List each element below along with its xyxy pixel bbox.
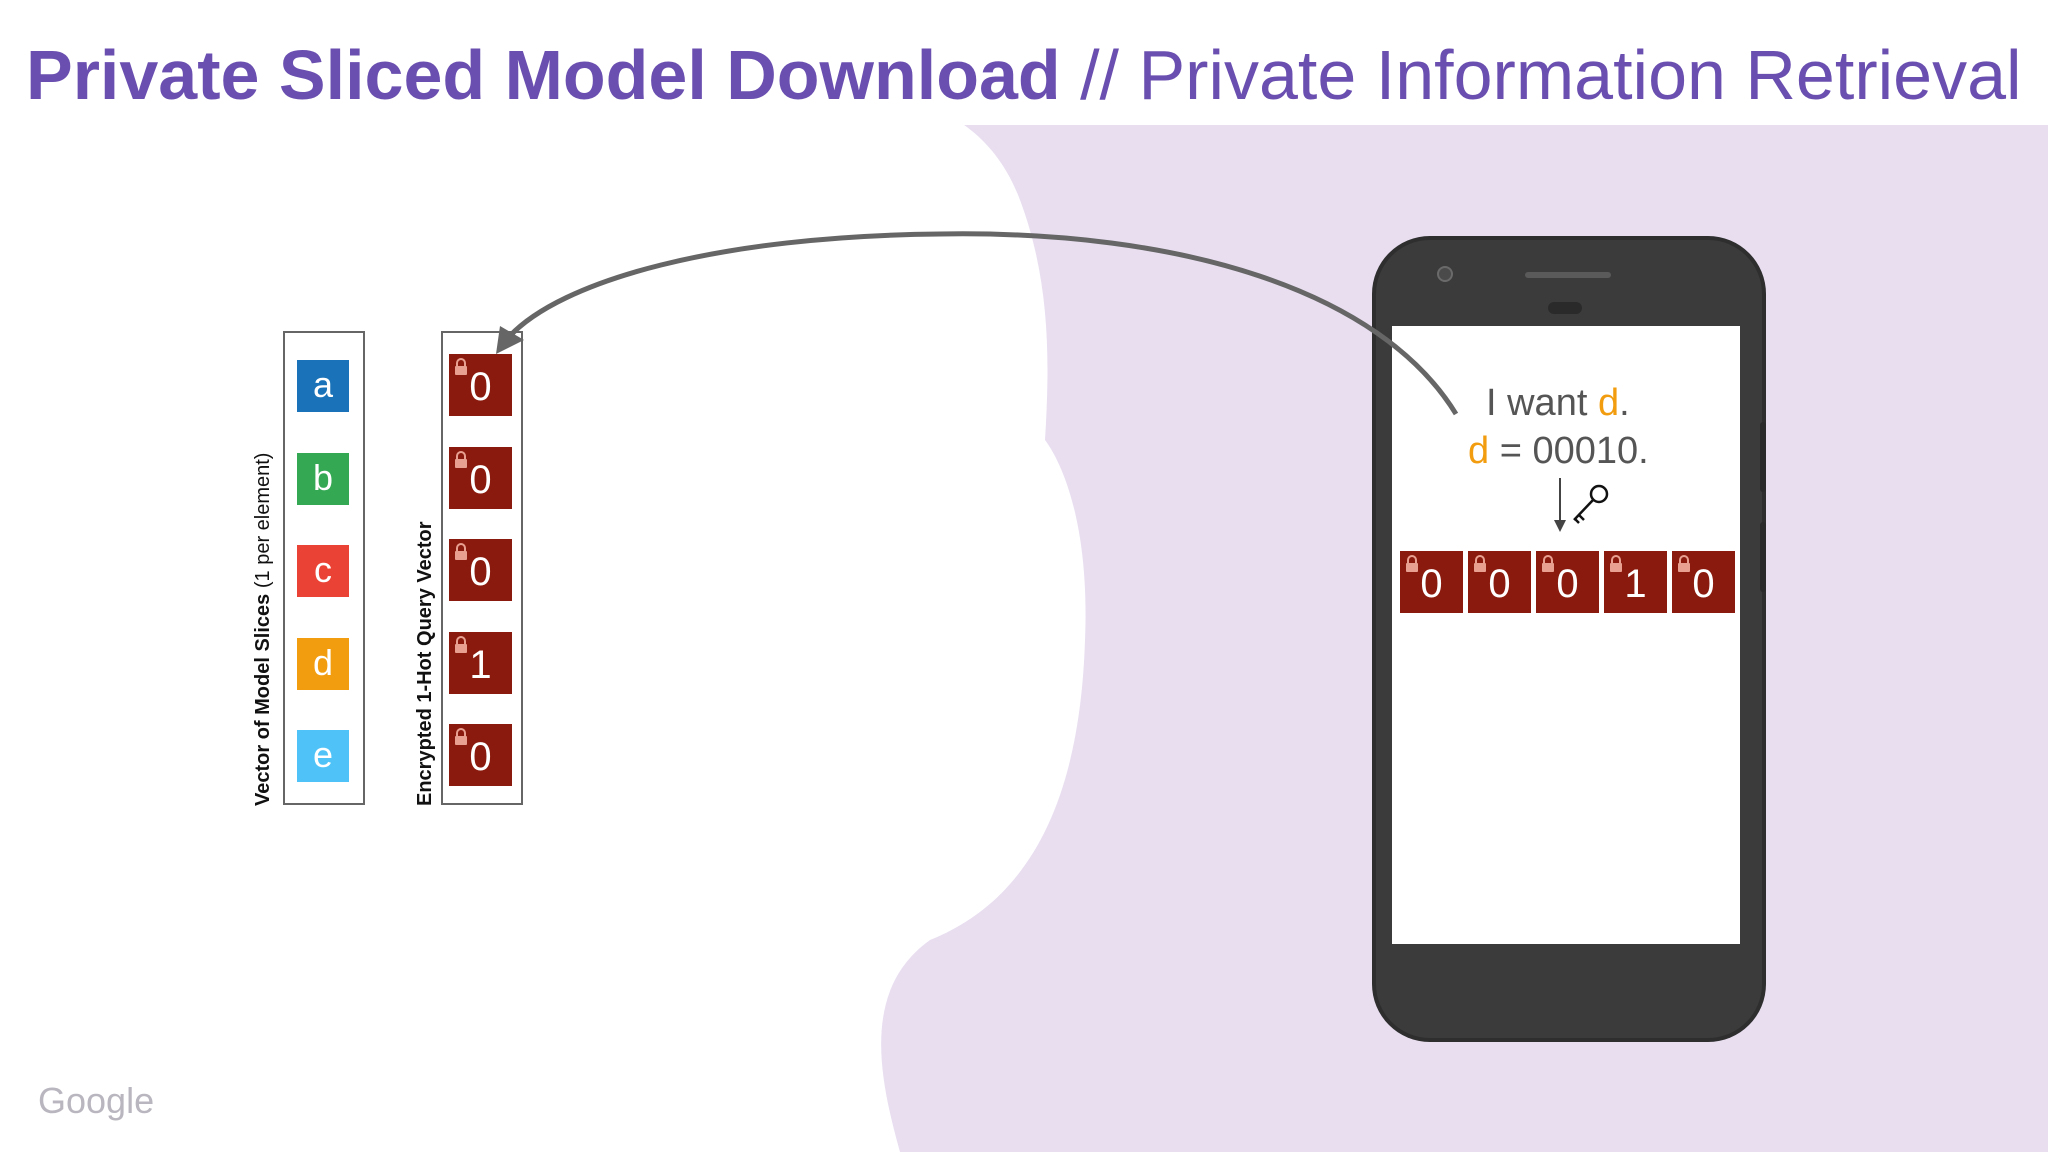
model-slice-d: d: [297, 637, 349, 690]
key-icon: [1573, 484, 1609, 524]
phone-row-cell: 1: [1604, 551, 1667, 613]
query-vector-label: Encrypted 1-Hot Query Vector: [414, 521, 437, 806]
model-slice-b: b: [297, 452, 349, 505]
lock-icon: [1406, 555, 1418, 572]
model-slices-label-normal: (1 per element): [252, 452, 274, 594]
query-cell-value: 0: [469, 735, 492, 779]
phone-row-cell-value: 0: [1556, 562, 1579, 606]
model-slices-box: [283, 331, 365, 805]
phone-line2-rest: = 00010.: [1489, 430, 1649, 472]
query-cell: 0: [449, 354, 512, 416]
phone-row-cell: 0: [1468, 551, 1531, 613]
query-cell: 0: [449, 539, 512, 601]
phone-row-cell: 0: [1536, 551, 1599, 613]
lock-icon: [455, 358, 467, 375]
lock-icon: [1474, 555, 1486, 572]
lock-icon: [1678, 555, 1690, 572]
query-cell-value: 0: [469, 550, 492, 594]
phone-row-cell-value: 1: [1624, 562, 1647, 606]
query-cell-value: 0: [469, 457, 492, 502]
title-bold: Private Sliced Model Download: [26, 36, 1061, 114]
query-cell: 0: [449, 724, 512, 786]
lock-icon: [455, 543, 467, 560]
phone-row-cell-value: 0: [1420, 562, 1443, 606]
model-slice-e: e: [297, 730, 349, 782]
query-cell-value: 1: [469, 642, 492, 687]
lock-icon: [1542, 555, 1554, 572]
phone-row-cell-value: 0: [1692, 562, 1715, 606]
query-cell: 1: [449, 631, 512, 694]
lock-icon: [455, 450, 467, 468]
title-separator: //: [1060, 36, 1139, 114]
phone-line2-target: d: [1468, 430, 1490, 472]
phone-row-cell-value: 0: [1488, 562, 1511, 606]
phone-message-line1: I want d.: [1486, 382, 1630, 425]
query-cell-value: 0: [469, 365, 492, 409]
lock-icon: [455, 728, 467, 745]
title-subtitle: Private Information Retrieval: [1138, 36, 2022, 114]
lock-icon: [1610, 555, 1622, 572]
model-slice-a: a: [297, 360, 349, 412]
model-slices-label-bold: Vector of Model Slices: [252, 593, 274, 806]
phone-line1-suffix: .: [1619, 382, 1630, 424]
query-vector-box: [441, 331, 523, 805]
phone: [1372, 236, 1766, 1042]
google-logo: Google: [38, 1080, 155, 1121]
phone-row-cell: 0: [1400, 551, 1463, 613]
phone-line1-target: d: [1597, 382, 1620, 424]
query-cell: 0: [449, 446, 512, 509]
slide-title: Private Sliced Model Download // Private…: [26, 30, 2022, 120]
phone-message-line2: d = 00010.: [1468, 430, 1649, 473]
model-slice-c: c: [297, 545, 349, 597]
phone-row-cell: 0: [1672, 551, 1735, 613]
encrypt-arrow: [1554, 478, 1566, 532]
phone-line1-prefix: I want: [1486, 382, 1598, 424]
model-slices-label: Vector of Model Slices (1 per element): [252, 453, 275, 806]
query-vector-label-text: Encrypted 1-Hot Query Vector: [414, 521, 436, 806]
lock-icon: [455, 635, 467, 653]
